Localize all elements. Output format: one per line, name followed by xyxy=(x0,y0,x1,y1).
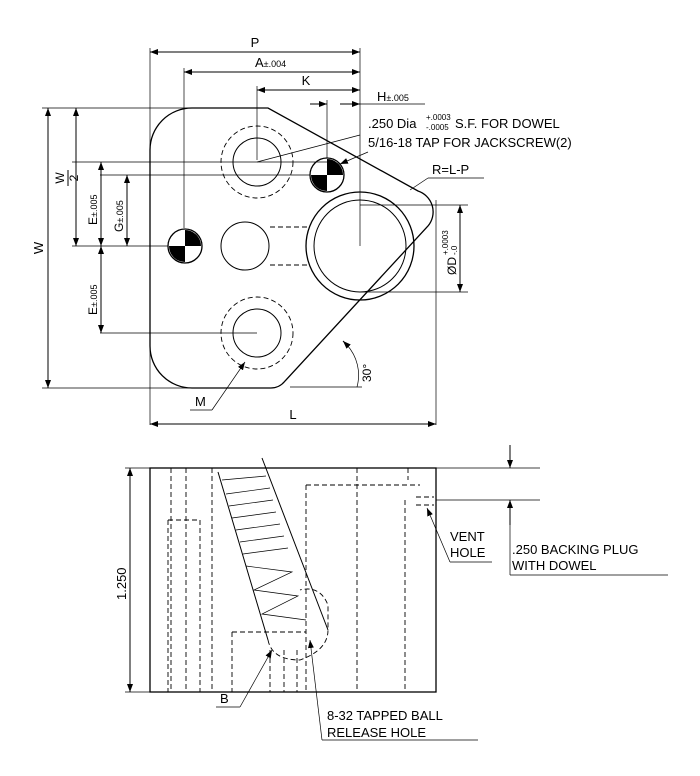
dim-angle: 30° xyxy=(360,364,374,382)
middle-hole xyxy=(220,221,270,271)
dim-P: P xyxy=(251,35,260,50)
vent-line2: HOLE xyxy=(450,545,486,560)
dim-E-lower: E±.005 xyxy=(86,285,100,315)
ball-release-line1: 8-32 TAPPED BALL xyxy=(327,708,443,723)
dim-W: W xyxy=(31,241,46,254)
dim-L: L xyxy=(289,407,296,422)
svg-text:2: 2 xyxy=(67,174,81,181)
vent-line1: VENT xyxy=(450,529,485,544)
dim-G: G±.005 xyxy=(112,200,126,232)
dim-E-upper: E±.005 xyxy=(86,195,100,225)
ball-release-line2: RELEASE HOLE xyxy=(327,725,426,740)
svg-text:-.0: -.0 xyxy=(450,245,459,255)
dim-height: 1.250 xyxy=(114,567,129,600)
angled-threaded-bore xyxy=(217,457,329,661)
backing-plug-line1: .250 BACKING PLUG xyxy=(512,542,638,557)
plate-outline xyxy=(149,107,434,389)
svg-text:W: W xyxy=(53,172,67,184)
dowel-tol-lower: -.0005 xyxy=(426,123,449,132)
jackscrew-symbol-left xyxy=(167,228,203,264)
svg-text:ØD: ØD xyxy=(445,257,459,275)
dim-A: A±.004 xyxy=(255,55,286,70)
jackscrew-note: 5/16-18 TAP FOR JACKSCREW(2) xyxy=(368,135,572,150)
dim-M: M xyxy=(195,394,206,409)
dim-K: K xyxy=(302,73,311,88)
side-view: 1.250 .250 BACKING PLUG WITH DOWEL VENT … xyxy=(114,445,668,741)
label-B: B xyxy=(220,691,229,706)
dowel-note: .250 Dia xyxy=(368,116,417,131)
svg-text:+.0003: +.0003 xyxy=(441,230,450,255)
side-body xyxy=(149,467,437,693)
top-view: P A±.004 K H±.005 W W 2 E±.005 G±.005 E±… xyxy=(31,35,572,427)
jackscrew-symbol-right xyxy=(309,157,345,193)
backing-plug-line2: WITH DOWEL xyxy=(512,558,597,573)
dim-D: ØD +.0003 -.0 xyxy=(441,230,459,275)
dim-R: R=L-P xyxy=(432,162,469,177)
dowel-tol-upper: +.0003 xyxy=(426,113,451,122)
dim-H: H±.005 xyxy=(377,89,409,104)
dim-W-half: W 2 xyxy=(53,170,81,186)
dowel-note-suffix: S.F. FOR DOWEL xyxy=(455,116,560,131)
